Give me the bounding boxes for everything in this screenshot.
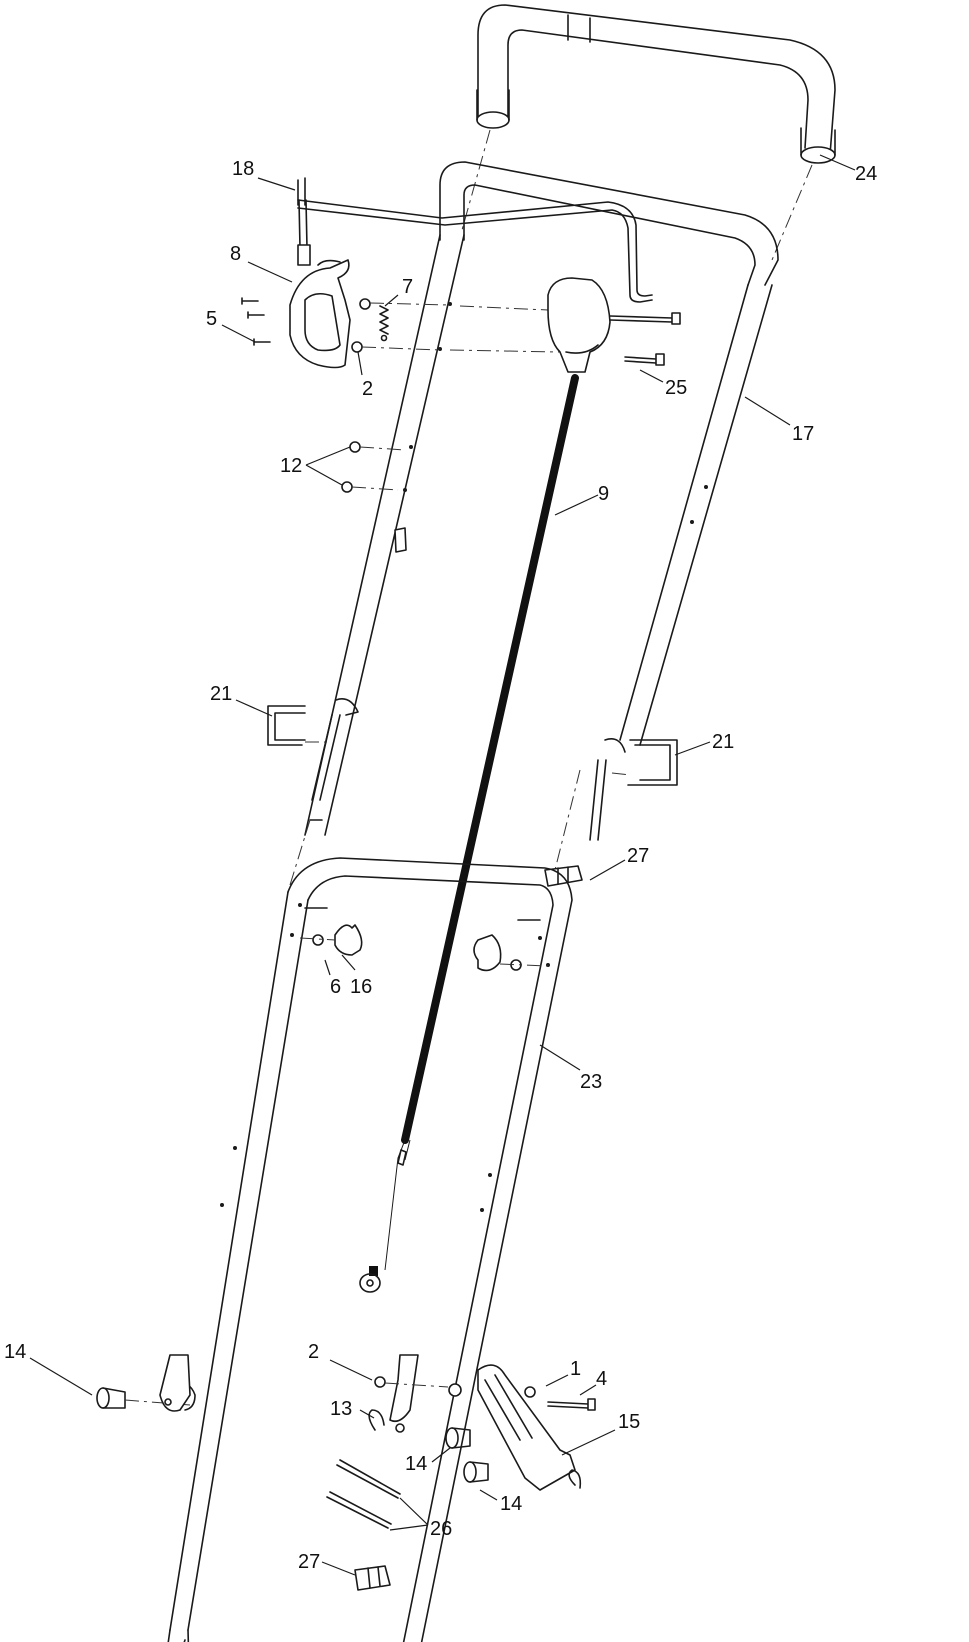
callout-14-right: 14: [500, 1493, 522, 1515]
control-cable: [359, 374, 579, 1293]
upper-lower-dash-left: [289, 819, 311, 886]
callout-27-upper: 27: [627, 845, 649, 867]
callout-21-left: 21: [210, 683, 232, 705]
callout-9: 9: [598, 483, 609, 505]
handle-foot-right: [389, 1354, 419, 1433]
upper-bolts: [609, 312, 681, 366]
knob-left: [299, 924, 363, 956]
callout-1: 1: [570, 1358, 581, 1380]
control-housing: [289, 244, 351, 369]
lower-nut: [374, 1376, 449, 1388]
control-bail: [297, 177, 653, 303]
knob-right: [473, 934, 549, 972]
pivot-pin-right: [445, 1427, 489, 1483]
callout-labels: 18 8 5 7 2 12 24 25 17 9 21 21 27 6 16 2…: [4, 158, 877, 1573]
u-bolt-left: [267, 705, 330, 746]
callout-7: 7: [402, 276, 413, 298]
upper-grip-handle: [476, 4, 836, 164]
tube-clip: [394, 527, 407, 553]
callout-6: 6: [330, 976, 341, 998]
callout-4: 4: [596, 1368, 607, 1390]
cable-actuator-housing: [547, 277, 611, 373]
callout-2-lower: 2: [308, 1341, 319, 1363]
handle-screws: [341, 441, 406, 493]
callout-12: 12: [280, 455, 302, 477]
callout-26: 26: [430, 1518, 452, 1540]
callout-14-left: 14: [4, 1341, 26, 1363]
callout-13: 13: [330, 1398, 352, 1420]
upper-handle: [304, 161, 779, 841]
upper-nuts: [351, 298, 561, 353]
callout-25: 25: [665, 377, 687, 399]
callout-21-right: 21: [712, 731, 734, 753]
leader-lines: [29, 154, 856, 1576]
callout-2-upper: 2: [362, 378, 373, 400]
callout-18: 18: [232, 158, 254, 180]
callout-17: 17: [792, 423, 814, 445]
grip-centerline-dashes: [461, 129, 813, 261]
u-bolt-right: [611, 739, 678, 786]
callout-8: 8: [230, 243, 241, 265]
callout-15: 15: [618, 1411, 640, 1433]
callout-5: 5: [206, 308, 217, 330]
callout-23: 23: [580, 1071, 602, 1093]
cable-clip-lower: [354, 1565, 391, 1591]
handle-foot-left: [159, 1354, 191, 1412]
callout-14-center: 14: [405, 1453, 427, 1475]
lower-clip: [368, 1409, 385, 1431]
callout-27-lower: 27: [298, 1551, 320, 1573]
spring: [379, 305, 389, 342]
wire-ties: [326, 1459, 401, 1529]
height-lever: [448, 1364, 596, 1491]
lower-handle: [167, 857, 573, 1642]
callout-24: 24: [855, 163, 877, 185]
callout-16: 16: [350, 976, 372, 998]
upper-lower-dash-right: [554, 769, 581, 871]
